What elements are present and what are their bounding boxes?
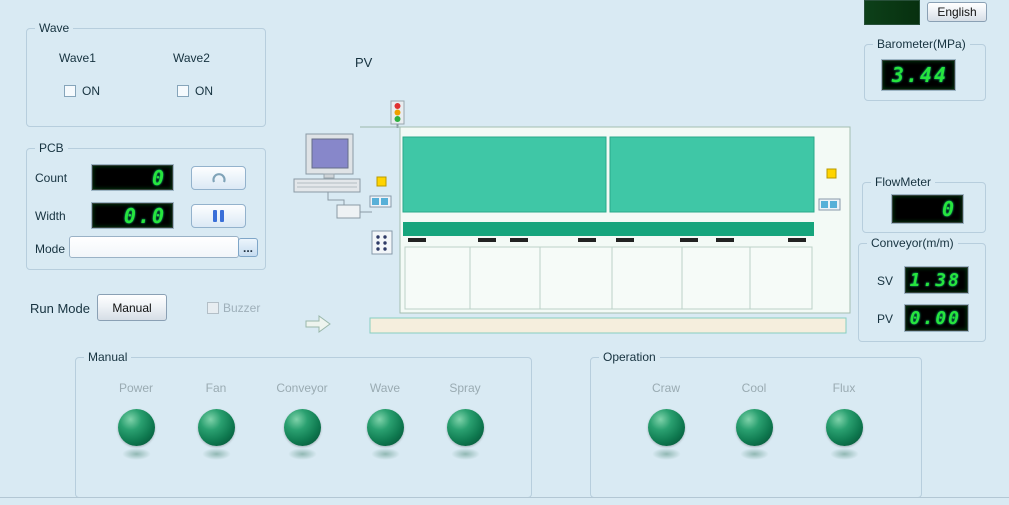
wave-group: Wave Wave1 Wave2 ON ON	[26, 21, 266, 127]
manual-spray-label: Spray	[449, 381, 481, 395]
wave-group-title: Wave	[35, 21, 74, 35]
english-button[interactable]: English	[927, 2, 987, 22]
count-label: Count	[35, 171, 68, 185]
control-computer	[293, 133, 372, 219]
tower-light-icon	[390, 100, 405, 128]
machine-lower-cells	[404, 246, 813, 310]
conveyor-sv-label: SV	[877, 274, 894, 288]
manual-power-button[interactable]	[117, 409, 155, 460]
wave1-on-label: ON	[82, 84, 100, 98]
operation-group-title: Operation	[599, 350, 660, 364]
wave2-on-label: ON	[195, 84, 213, 98]
flowmeter-title: FlowMeter	[871, 175, 936, 189]
flow-arrow-icon	[305, 315, 331, 333]
buzzer-checkbox[interactable]	[207, 302, 219, 314]
sensor-pair-left	[369, 195, 392, 208]
width-label: Width	[35, 209, 66, 223]
manual-fan-button[interactable]	[197, 409, 235, 460]
indicator-yellow-right	[826, 168, 837, 179]
manual-wave-column: Wave	[345, 381, 425, 460]
operation-flux-column: Flux	[804, 381, 884, 460]
keyboard	[293, 178, 361, 193]
operation-flux-button[interactable]	[825, 409, 863, 460]
flowmeter-display: 0	[892, 195, 963, 223]
run-mode-manual-button[interactable]: Manual	[97, 294, 167, 321]
machine-hood-panel-right	[609, 136, 815, 213]
conveyor-group: Conveyor(m/m) SV 1.38 PV 0.00	[858, 236, 986, 342]
count-display: 0	[92, 165, 173, 190]
wave1-on-checkbox[interactable]	[64, 85, 76, 97]
machine-graphic	[293, 100, 851, 334]
operation-group: Operation Craw Cool Flux	[590, 350, 922, 498]
manual-wave-label: Wave	[369, 381, 401, 395]
wave2-label: Wave2	[173, 51, 210, 65]
operation-craw-column: Craw	[626, 381, 706, 460]
width-display: 0.0	[92, 203, 173, 228]
conveyor-pv-label: PV	[877, 312, 894, 326]
mode-label: Mode	[35, 242, 66, 256]
operation-cool-label: Cool	[741, 381, 767, 395]
operation-craw-label: Craw	[651, 381, 680, 395]
manual-wave-button[interactable]	[366, 409, 404, 460]
machine-conveyor-fingers	[408, 238, 806, 242]
flowmeter-group: FlowMeter 0	[862, 175, 986, 233]
sensor-pair-right	[818, 198, 841, 211]
machine-belt	[369, 317, 847, 334]
barometer-display: 3.44	[882, 60, 955, 90]
operation-cool-column: Cool	[714, 381, 794, 460]
buzzer-label: Buzzer	[223, 301, 261, 315]
mode-browse-button[interactable]: ...	[238, 238, 258, 257]
pcb-group-title: PCB	[35, 141, 68, 155]
operation-craw-button[interactable]	[647, 409, 685, 460]
manual-conveyor-column: Conveyor	[262, 381, 342, 460]
status-lcd	[864, 0, 920, 25]
manual-spray-button[interactable]	[446, 409, 484, 460]
manual-fan-label: Fan	[205, 381, 227, 395]
manual-group: Manual Power Fan Conveyor Wave Spray	[75, 350, 532, 498]
conveyor-title: Conveyor(m/m)	[867, 236, 958, 250]
manual-spray-column: Spray	[425, 381, 505, 460]
operation-flux-label: Flux	[832, 381, 856, 395]
pcb-group: PCB Count 0 Width 0.0 Mode ...	[26, 141, 266, 270]
io-panel	[371, 230, 393, 255]
conveyor-pv-display: 0.00	[905, 305, 968, 331]
manual-power-column: Power	[96, 381, 176, 460]
pv-label: PV	[355, 55, 373, 70]
barometer-title: Barometer(MPa)	[873, 37, 970, 51]
machine-heater-bar	[403, 222, 814, 236]
monitor-screen	[311, 138, 349, 169]
operation-cool-button[interactable]	[735, 409, 773, 460]
manual-conveyor-label: Conveyor	[276, 381, 328, 395]
count-reset-button[interactable]	[191, 166, 246, 190]
width-pause-button[interactable]	[191, 204, 246, 228]
pause-icon	[213, 210, 224, 222]
mode-combo[interactable]	[69, 236, 239, 258]
window-bottom-edge	[0, 497, 1009, 498]
barometer-group: Barometer(MPa) 3.44	[864, 37, 986, 101]
counter-reset-icon	[211, 173, 226, 183]
wave2-on-checkbox[interactable]	[177, 85, 189, 97]
manual-group-title: Manual	[84, 350, 132, 364]
indicator-yellow-left	[376, 176, 387, 187]
run-mode-label: Run Mode	[30, 301, 90, 316]
manual-fan-column: Fan	[176, 381, 256, 460]
machine-hood-panel-left	[402, 136, 607, 213]
manual-power-label: Power	[118, 381, 153, 395]
manual-conveyor-button[interactable]	[283, 409, 321, 460]
conveyor-sv-display: 1.38	[905, 267, 968, 293]
wave1-label: Wave1	[59, 51, 96, 65]
